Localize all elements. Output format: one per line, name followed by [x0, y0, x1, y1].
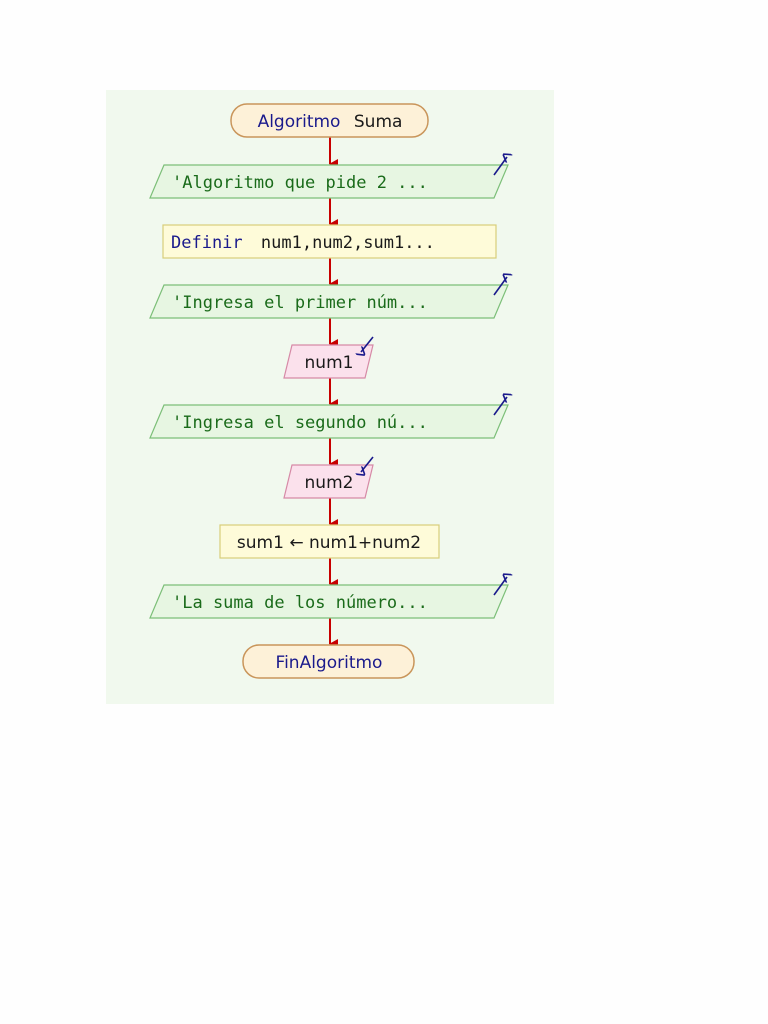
start-terminal[interactable]: Algoritmo Suma	[230, 103, 429, 138]
input-block-1[interactable]: num1	[283, 336, 374, 379]
output-text-3: 'Ingresa el segundo nú...	[172, 413, 428, 433]
start-keyword: Algoritmo	[258, 112, 341, 132]
output-text-2: 'Ingresa el primer núm...	[172, 293, 428, 313]
assign-block[interactable]: sum1 ← num1+num2	[219, 524, 440, 559]
define-vars: num1,num2,sum1...	[261, 233, 435, 253]
output-arrow-icon	[493, 157, 507, 176]
end-keyword: FinAlgoritmo	[276, 653, 383, 673]
output-arrow-icon	[493, 397, 507, 416]
input-block-2[interactable]: num2	[283, 456, 374, 499]
output-text-1: 'Algoritmo que pide 2 ...	[172, 173, 428, 193]
output-block-1[interactable]: 'Algoritmo que pide 2 ...	[149, 157, 508, 199]
algorithm-name: Suma	[354, 112, 403, 132]
input-arrow-icon	[361, 456, 374, 472]
output-arrow-icon	[493, 577, 507, 596]
input-arrow-icon	[361, 336, 374, 352]
input-text-2: num2	[305, 473, 354, 493]
output-block-2[interactable]: 'Ingresa el primer núm...	[149, 277, 508, 319]
input-text-1: num1	[305, 353, 354, 373]
assign-text: sum1 ← num1+num2	[237, 533, 421, 553]
svg-text:Definir num1,num2,sum1..: Definir num1,num2,sum1...	[171, 233, 435, 253]
output-arrow-icon	[493, 277, 507, 296]
define-keyword: Definir	[171, 233, 243, 253]
output-block-3[interactable]: 'Ingresa el segundo nú...	[149, 397, 508, 439]
output-block-4[interactable]: 'La suma de los número...	[149, 577, 508, 619]
define-block[interactable]: Definir num1,num2,sum1...	[162, 224, 497, 259]
svg-text:Algoritmo Suma: Algoritmo Suma	[258, 112, 403, 132]
end-terminal[interactable]: FinAlgoritmo	[242, 644, 415, 679]
output-text-4: 'La suma de los número...	[172, 593, 428, 613]
